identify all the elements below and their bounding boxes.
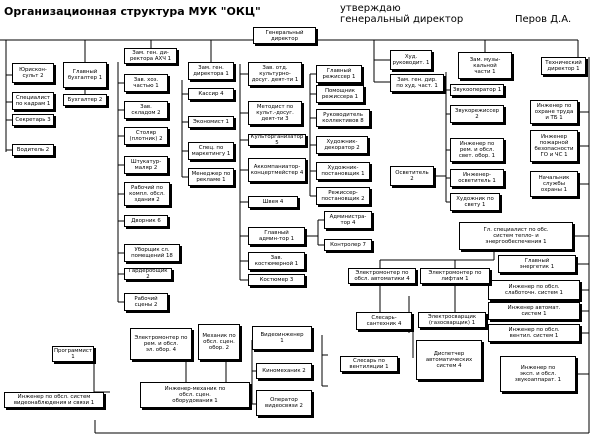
unit-inzh-mech[interactable]: Инженер-механик по обсл. сцен. оборудова… — [140, 382, 250, 408]
unit-mehanik-obsl[interactable]: Механик по обсл. сцен. обор. 2 — [198, 324, 240, 360]
unit-hud-ruk[interactable]: Худ. руководит. 1 — [390, 50, 432, 70]
unit-zam-dir[interactable]: Зам. ген. директора 1 — [188, 62, 234, 80]
unit-zav-hoz[interactable]: Зав. хоз. частью 1 — [124, 74, 168, 92]
unit-inzh-sveta[interactable]: Инженер по рем. и обсл. свет. обор. 1 — [450, 138, 504, 162]
unit-zvukoop[interactable]: Звукооператор 1 — [450, 84, 504, 96]
unit-glav-energ[interactable]: Главный энергетик 1 — [498, 255, 576, 273]
chart-title: Организационная структура МУК "ОКЦ" — [4, 5, 261, 18]
unit-pom-rezh[interactable]: Помощник режиссера 1 — [316, 85, 364, 103]
unit-kultorg[interactable]: Культорганизатор 5 — [248, 134, 306, 146]
approval-text: утверждаю генеральный директор — [340, 3, 464, 25]
unit-gen-dir[interactable]: Генеральный директор — [253, 27, 316, 44]
unit-programmist[interactable]: Программист 1 — [52, 346, 94, 362]
unit-garderob[interactable]: Гардеробщик 2 — [124, 268, 172, 280]
unit-dvornik[interactable]: Дворник 6 — [124, 215, 168, 227]
unit-inzh-avt[interactable]: Инженер автомат. систем 1 — [488, 302, 580, 320]
unit-stolyar[interactable]: Столяр (плотник) 2 — [124, 127, 168, 145]
unit-elektromonter-obor[interactable]: Электромонтер по рем. и обсл. эл. обор. … — [130, 328, 192, 360]
unit-administrator[interactable]: Администра- тор 4 — [324, 211, 372, 229]
unit-operator-video[interactable]: Оператор видеосвязи 2 — [256, 390, 312, 416]
unit-rezh-post[interactable]: Режиссер- постановщик 2 — [316, 187, 370, 205]
unit-inzh-poz[interactable]: Инженер пожарной безопасности ГО и ЧС 1 — [530, 130, 578, 162]
unit-zam-muz[interactable]: Зам. музы- кальной части 1 — [458, 52, 512, 79]
unit-glav-rezh[interactable]: Главный режиссер 1 — [316, 65, 362, 83]
unit-spec-marketing[interactable]: Спец. по маркетингу 1 — [188, 142, 234, 160]
unit-hud-svet[interactable]: Художник по свету 1 — [450, 193, 500, 211]
unit-voditel[interactable]: Водитель 2 — [12, 144, 54, 156]
unit-elektromonter-avt[interactable]: Электромонтер по обсл. автоматики 4 — [348, 268, 416, 284]
unit-shtukatur[interactable]: Штукатур- маляр 2 — [124, 156, 168, 174]
unit-yuriskonsult[interactable]: Юрискон- сульт 2 — [12, 63, 54, 83]
unit-zam-dir-ahch[interactable]: Зам. ген. ди- ректора АХЧ 1 — [124, 48, 177, 64]
unit-dispetcher[interactable]: Диспетчер автоматических систем 4 — [416, 340, 482, 380]
unit-zav-kult[interactable]: Зав. отд. культурно- досуг. деят-ти 1 — [248, 62, 302, 86]
unit-sekretar[interactable]: Секретарь 3 — [12, 114, 54, 126]
unit-ekonomist[interactable]: Экономист 1 — [188, 116, 234, 128]
unit-zam-hud[interactable]: Зам. ген. дир. по худ. част. 1 — [390, 74, 444, 92]
unit-hud-post[interactable]: Художник- постановщик 1 — [316, 162, 370, 180]
unit-kinomehanik[interactable]: Киномеханик 2 — [256, 363, 312, 379]
unit-glav-admin[interactable]: Главный админ-тор 1 — [248, 227, 305, 245]
unit-hud-dek[interactable]: Художник- декоратор 2 — [316, 136, 368, 154]
unit-tech-dir[interactable]: Технический директор 1 — [541, 57, 586, 75]
unit-menedzher[interactable]: Менеджер по рекламе 1 — [188, 168, 234, 186]
unit-uborshchik[interactable]: Уборщик сл. помещений 18 — [124, 244, 180, 262]
unit-rab-kompl[interactable]: Рабочий по компл. обсл. здания 2 — [124, 182, 170, 206]
unit-osvetitel[interactable]: Осветитель 2 — [390, 166, 434, 186]
unit-videoinzh[interactable]: Видеоинженер 1 — [252, 326, 312, 350]
unit-metodist[interactable]: Методист по культ.-досуг. деят-ти 3 — [248, 101, 302, 125]
unit-elektrosvarshik[interactable]: Электросварщик (газосварщик) 1 — [418, 312, 486, 328]
unit-inzh-zvuk[interactable]: Инженер по эксп. и обсл. звукоаппарат. 1 — [500, 356, 576, 392]
unit-slesar-santeh[interactable]: Слесарь- сантехник 4 — [356, 312, 412, 330]
unit-zav-sklad[interactable]: Зав. складом 2 — [124, 101, 168, 119]
unit-shvei[interactable]: Швея 4 — [248, 196, 298, 208]
unit-ruk-koll[interactable]: Руководитель коллективов 8 — [316, 109, 370, 127]
unit-inzh-slab[interactable]: Инженер по обсл. слаботочн. систем 1 — [488, 280, 580, 300]
unit-nach-sluzhby[interactable]: Начальник службы охраны 1 — [530, 171, 578, 197]
unit-kassir[interactable]: Кассир 4 — [188, 88, 234, 100]
unit-rab-sceny[interactable]: Рабочий сцены 2 — [124, 293, 168, 311]
unit-glav-buh[interactable]: Главный бухгалтер 1 — [63, 62, 107, 88]
unit-gl-spec[interactable]: Гл. специалист по обс. систем тепло- и э… — [459, 222, 573, 250]
unit-slesar-vent[interactable]: Слесарь по вентиляции 1 — [340, 356, 398, 372]
unit-elektromonter-lift[interactable]: Электромонтер по лифтам 1 — [420, 268, 490, 284]
unit-inzh-vent[interactable]: Инженер по обсл. вентил. систем 1 — [488, 324, 580, 342]
unit-zav-kostum[interactable]: Зав. костюмерной 1 — [248, 252, 305, 270]
unit-spec-kadry[interactable]: Специалист по кадрам 1 — [12, 92, 54, 110]
signer-name: Перов Д.А. — [515, 14, 572, 25]
unit-buhgalter[interactable]: Бухгалтер 2 — [63, 94, 107, 106]
unit-kostumer[interactable]: Костюмер 3 — [248, 274, 305, 286]
unit-inzh-video[interactable]: Инженер по обсл. систем видеонаблюдения … — [4, 392, 104, 408]
unit-inzh-ohr-truda[interactable]: Инженер по охране труда и ТБ 1 — [530, 100, 578, 124]
unit-kontroler[interactable]: Контролер 7 — [324, 239, 372, 251]
unit-inzh-osvet[interactable]: Инженер- осветитель 1 — [450, 169, 504, 187]
unit-zvukorezh[interactable]: Звукорежиссер 2 — [450, 105, 504, 123]
unit-akkomp[interactable]: Аккомпаниатор- концертмейстер 4 — [248, 158, 306, 182]
